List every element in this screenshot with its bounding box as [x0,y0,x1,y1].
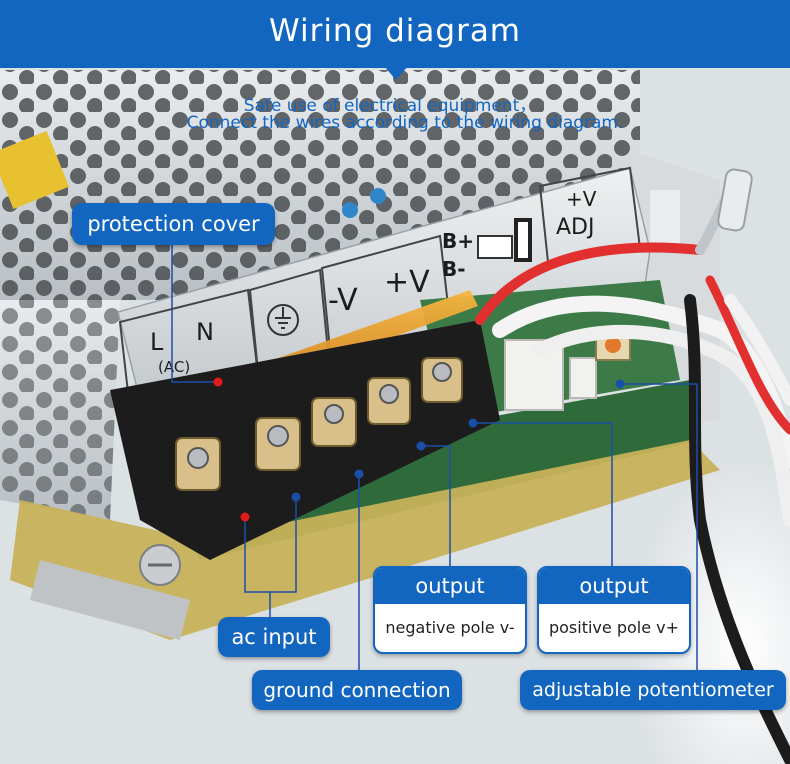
page-title: Wiring diagram [268,13,522,49]
callout-ground-connection-label: ground connection [263,678,451,702]
label-adj: ADJ [556,215,594,240]
callout-output-negative-text: negative pole v- [385,618,515,637]
callout-ac-input: ac input [218,617,330,657]
label-minus-v: -V [328,283,358,318]
callout-output-negative: output negative pole v- [373,566,527,654]
callout-output-positive-text: positive pole v+ [548,618,680,637]
banner-pointer [384,66,408,80]
label-b-plus: B+ [442,229,474,253]
subtitle-line-1: Safe use of electrical equipment， [243,96,537,116]
label-ac: (AC) [158,358,190,376]
label-n: N [196,318,214,346]
callout-ac-input-label: ac input [231,625,317,649]
base-plate [10,440,720,640]
callout-adjustable-potentiometer: adjustable potentiometer [520,670,786,710]
callout-ground-connection: ground connection [252,670,462,710]
label-l: L [150,328,164,356]
callout-output-positive-title: output [539,568,689,604]
callout-output-positive: output positive pole v+ [537,566,691,654]
header-banner: Wiring diagram [0,0,790,68]
label-b-minus: B- [442,257,466,281]
subtitle-line-2: Connect the wires according to the wirin… [186,113,624,133]
callout-markers [213,377,625,522]
callout-lines [171,240,698,670]
label-plus-v: +V [384,265,430,300]
callout-output-negative-title: output [375,568,525,604]
callout-protection-cover: protection cover [72,203,275,245]
callout-adjustable-potentiometer-label: adjustable potentiometer [532,679,774,701]
callout-protection-cover-label: protection cover [87,212,260,236]
label-adj-plus-v: +V [566,187,597,211]
